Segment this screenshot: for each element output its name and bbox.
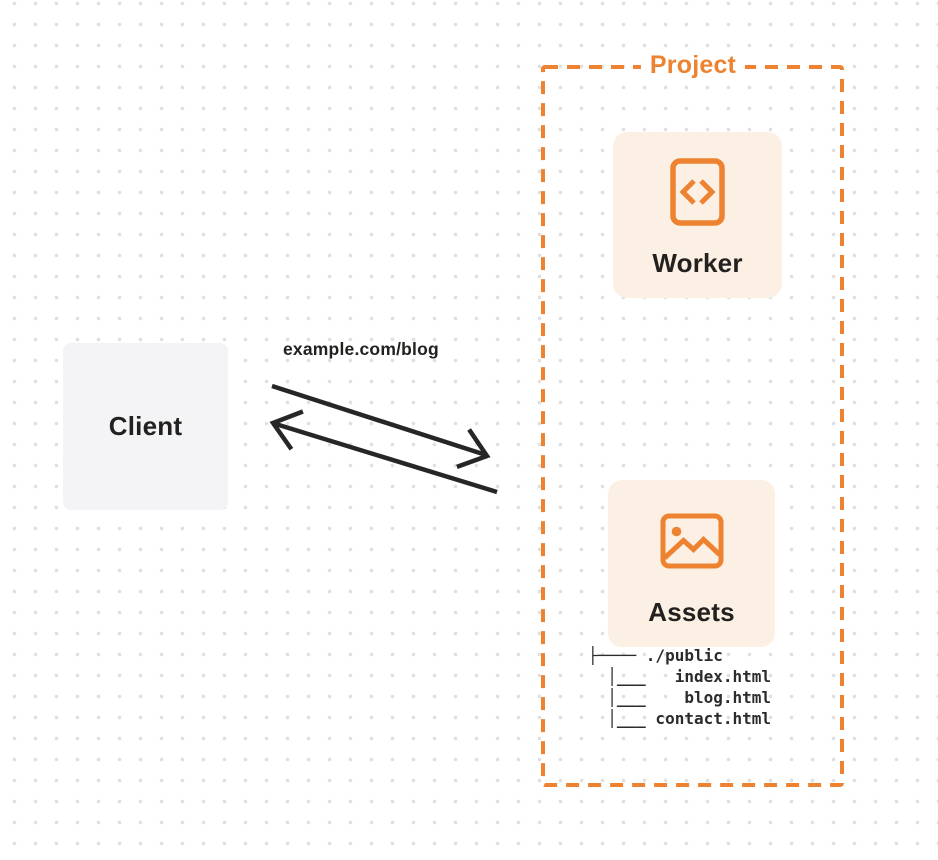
assets-label: Assets bbox=[648, 597, 735, 627]
response-arrow bbox=[269, 409, 498, 495]
worker-label: Worker bbox=[652, 248, 743, 278]
arrowhead-left-icon bbox=[269, 409, 304, 451]
image-icon bbox=[660, 513, 723, 569]
assets-file-tree: ├──── ./public │___ index.html │___ blog… bbox=[588, 646, 772, 728]
assets-node: Assets bbox=[608, 480, 775, 647]
client-label: Client bbox=[108, 411, 183, 441]
worker-node: Worker bbox=[613, 132, 782, 298]
arrowhead-right-icon bbox=[456, 428, 491, 470]
request-url-label: example.com/blog bbox=[283, 339, 439, 359]
client-node: Client bbox=[63, 343, 228, 510]
request-arrow bbox=[271, 383, 491, 470]
project-title: Project bbox=[640, 50, 746, 80]
code-file-icon bbox=[670, 158, 725, 226]
